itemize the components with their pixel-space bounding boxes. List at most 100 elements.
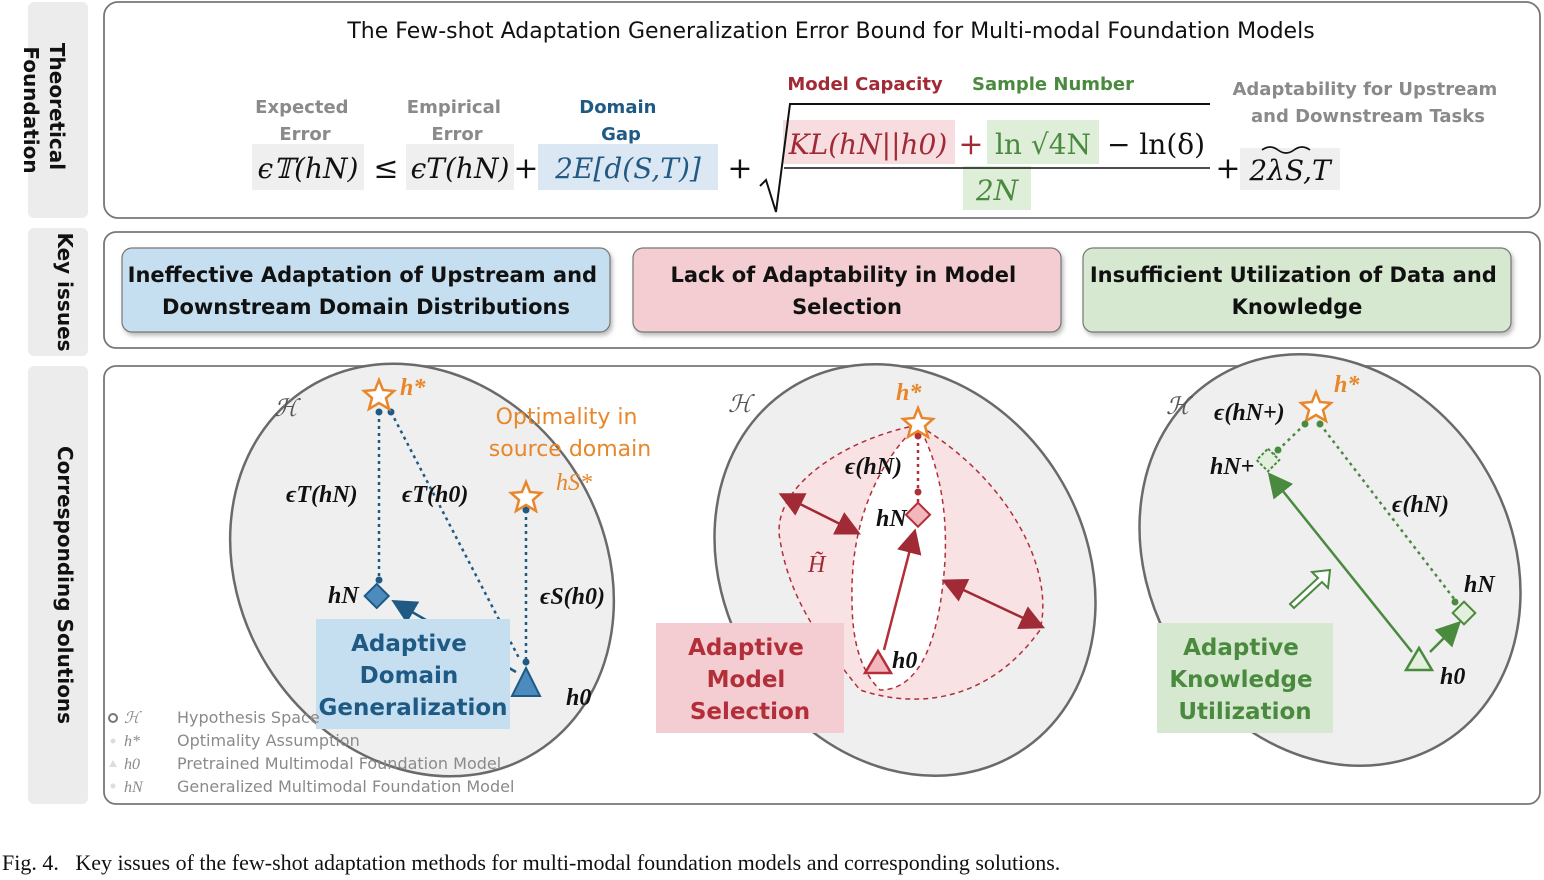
star-legend-icon — [110, 738, 116, 744]
sqrt-sign — [759, 103, 1210, 213]
issues-panel: Ineffective Adaptation of Upstream and D… — [103, 231, 1541, 349]
hspace-label-2: ℋ — [728, 392, 755, 418]
triangle-legend-icon — [109, 760, 117, 767]
panel-model-selection: ℋ h* ϵ(hN) hN H̃ h0 Adaptive Model — [656, 362, 1097, 778]
double-arrow-left — [778, 493, 861, 535]
star-icon — [1297, 388, 1335, 424]
eps-hn-label-2: ϵ(hN) — [845, 454, 902, 480]
kl-box — [783, 120, 955, 164]
panel-knowledge-utilization: ℋ h* ϵ(hN+) hN+ hN ϵ(hN) h0 Ad — [1138, 352, 1522, 768]
theory-label-line2: Foundation — [19, 46, 43, 173]
emp-box — [406, 144, 514, 190]
method-box-1-text: Adaptive Domain Generalization — [318, 631, 507, 721]
double-arrow-right — [941, 578, 1046, 629]
formula-lambda: 2λS,T — [1248, 154, 1333, 187]
caption-fig-number: Fig. 4. — [2, 850, 59, 875]
diamond-legend-icon — [110, 783, 116, 789]
legend-sym-1: ℋ — [124, 710, 142, 727]
legend-sym-2: h* — [124, 733, 140, 750]
panel-domain-generalization: ℋ h* Optimality in source domain hS* ϵT(… — [108, 362, 651, 796]
hstar-label-3: h* — [1334, 372, 1360, 398]
model-capacity-label: Model Capacity — [787, 74, 943, 95]
issue-3-text: Insufficient Utilization of Data and Kno… — [1090, 263, 1504, 319]
legend-text-3: Pretrained Multimodal Foundation Model — [177, 754, 501, 773]
star-icon — [899, 404, 937, 440]
formula-emp: ϵT(hN) — [411, 152, 510, 185]
issue-2-text: Lack of Adaptability in Model Selection — [670, 263, 1023, 319]
legend-sym-4: hN — [124, 779, 144, 796]
hstar-label-1: h* — [400, 375, 426, 401]
issue-1-text: Ineffective Adaptation of Upstream and D… — [128, 263, 605, 319]
arrow-h0-hn-3 — [1429, 620, 1462, 653]
hspace-label-1: ℋ — [274, 396, 301, 422]
lhs-box — [252, 144, 364, 190]
theory-panel: The Few-shot Adaptation Generalization E… — [103, 1, 1541, 219]
formula-plus-2: + — [727, 151, 752, 186]
hn-label-3: hN — [1464, 572, 1496, 598]
dotted-hstar-hnplus — [1271, 423, 1306, 457]
star-icon — [360, 376, 398, 412]
method-box-2-text: Adaptive Model Selection — [688, 635, 812, 725]
formula-lhs: ϵ𝕋(hN) — [258, 152, 359, 185]
formula-ln-delta: − ln(δ) — [1107, 128, 1205, 161]
method-box-3-text: Adaptive Knowledge Utilization — [1169, 635, 1320, 725]
star-icon — [507, 478, 545, 514]
hs-star-label: hS* — [556, 470, 592, 496]
row-label-solutions: Corresponding Solutions — [28, 366, 88, 804]
eps-t-h0-label: ϵT(h0) — [402, 482, 468, 508]
legend-text-1: Hypothesis Space — [177, 708, 320, 727]
formula-ln-sqrt: ln √4N — [995, 128, 1091, 161]
method-box-3 — [1157, 623, 1333, 733]
adaptability-label: Adaptability for Upstream and Downstream… — [1232, 79, 1503, 127]
denominator-box — [963, 166, 1031, 210]
formula-kl: KL(hN||h0) — [788, 128, 948, 161]
issue-card-3: Insufficient Utilization of Data and Kno… — [1082, 247, 1512, 333]
hn-label-2: hN — [876, 506, 908, 532]
triangle-icon — [862, 648, 894, 675]
formula-denominator: 2N — [975, 174, 1020, 207]
formula-gap: 2E[d(S,T)] — [554, 152, 701, 185]
expected-error-label: Expected Error — [255, 97, 355, 145]
legend: ℋ Hypothesis Space h* Optimality Assumpt… — [108, 708, 514, 796]
diamond-icon — [1451, 600, 1477, 626]
dotted-hstar-h0 — [389, 411, 522, 661]
dotted-hstar-hn-3 — [1319, 423, 1456, 601]
h0-label-3: h0 — [1440, 664, 1465, 690]
sample-number-label: Sample Number — [972, 74, 1134, 95]
optimality-text: Optimality in source domain — [489, 405, 651, 462]
h-tilde-label: H̃ — [807, 551, 827, 578]
arrow-h0-hnplus — [1267, 472, 1413, 653]
triangle-icon — [510, 665, 542, 697]
diamond-icon — [1255, 447, 1281, 473]
eps-s-h0-label: ϵS(h0) — [540, 584, 605, 610]
diamond-icon — [363, 582, 391, 610]
issue-card-1: Ineffective Adaptation of Upstream and D… — [121, 247, 611, 333]
figure-caption: Fig. 4. Key issues of the few-shot adapt… — [0, 850, 1544, 878]
method-box-2 — [656, 623, 844, 733]
formula-leq: ≤ — [373, 151, 398, 186]
diamond-icon — [904, 501, 932, 529]
legend-sym-3: h0 — [124, 756, 140, 773]
h0-label-2: h0 — [892, 648, 917, 674]
solutions-label: Corresponding Solutions — [53, 446, 77, 724]
hstar-label-2: h* — [896, 380, 922, 406]
issue-card-2: Lack of Adaptability in Model Selection — [632, 247, 1062, 333]
theory-title: The Few-shot Adaptation Generalization E… — [346, 19, 1314, 44]
solutions-panel: ℋ h* Optimality in source domain hS* ϵT(… — [103, 352, 1541, 805]
domain-gap-label: Domain Gap — [579, 97, 662, 145]
formula-plus-4: + — [1215, 151, 1240, 186]
arrow-h0-hn-2 — [882, 528, 922, 651]
eps-hn-plus-label: ϵ(hN+) — [1214, 400, 1285, 426]
formula-plus-3: + — [958, 127, 983, 162]
formula-plus-1: + — [513, 151, 538, 186]
hspace-label-3: ℋ — [1166, 394, 1193, 420]
theory-label-line1: Theoretical — [45, 43, 69, 170]
eps-t-hn-label: ϵT(hN) — [286, 482, 358, 508]
issues-label: Key issues — [53, 232, 77, 351]
h0-label-1: h0 — [566, 685, 591, 711]
svg-text:Theoretical Foundation: Theoretical Foundation — [19, 43, 69, 177]
eps-hn-label-3: ϵ(hN) — [1392, 492, 1449, 518]
legend-text-4: Generalized Multimodal Foundation Model — [177, 777, 514, 796]
row-label-issues: Key issues — [28, 228, 88, 356]
